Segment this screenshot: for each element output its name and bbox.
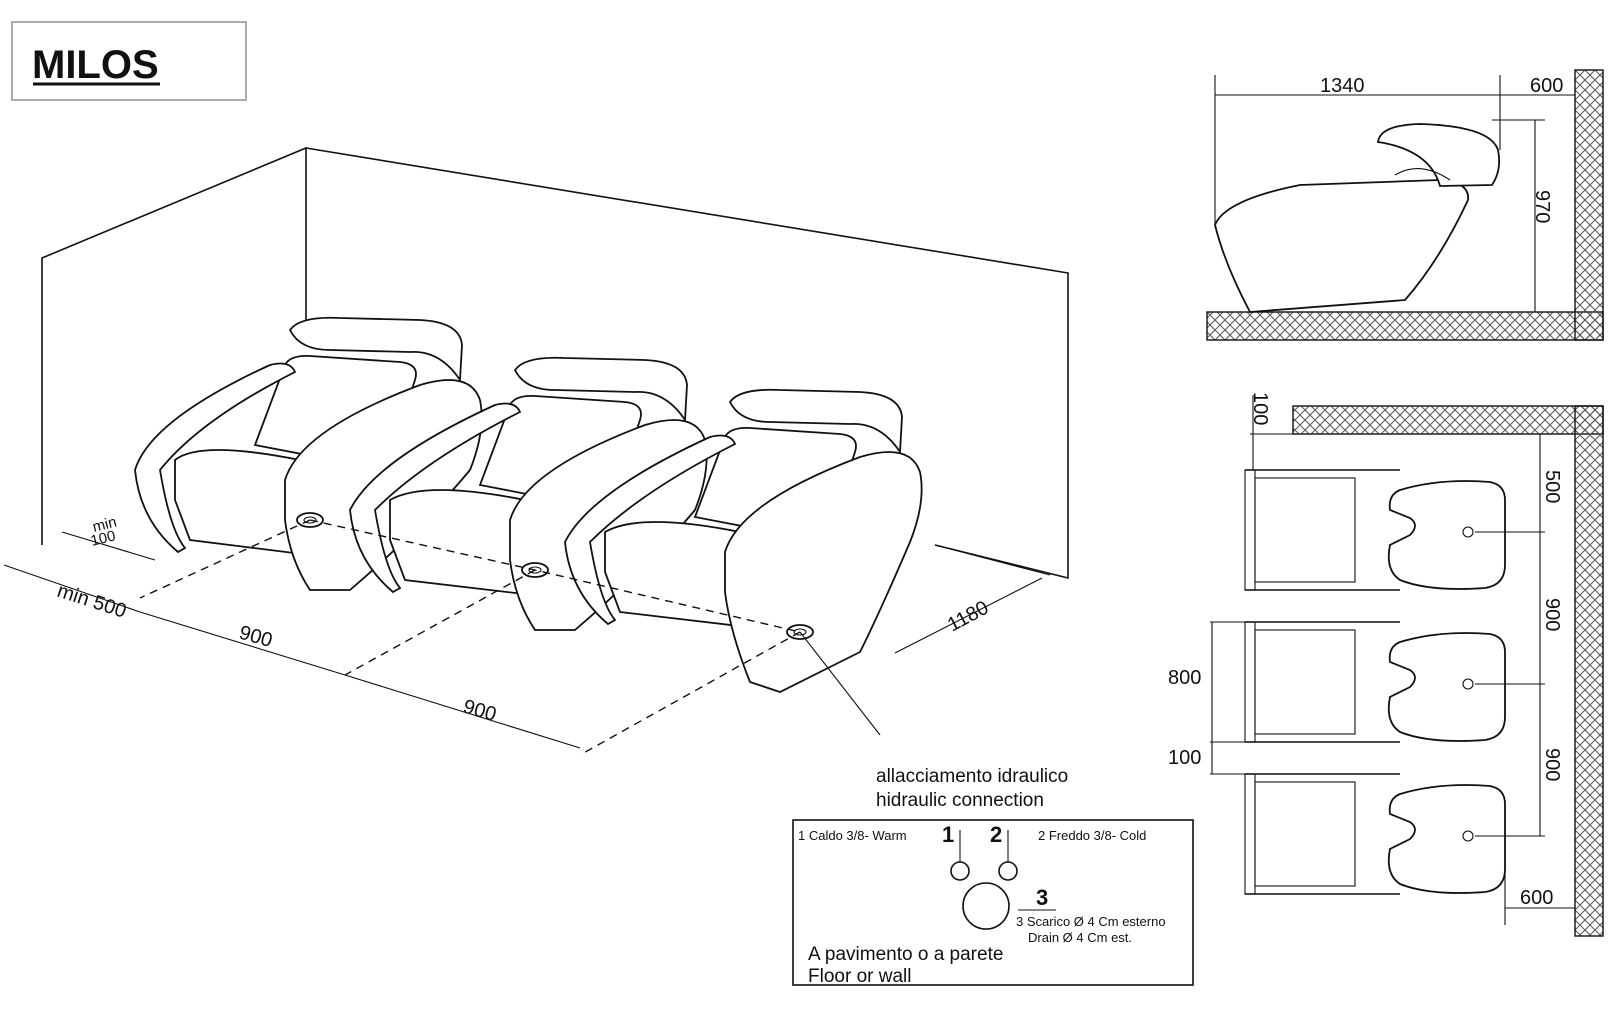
dim-plan-pitch-2: 900: [1541, 598, 1563, 631]
connection-box: 1 Caldo 3/8- Warm 2 Freddo 3/8- Cold 1 2…: [792, 819, 1194, 987]
drain-label-it: 3 Scarico Ø 4 Cm esterno: [1016, 914, 1166, 929]
cold-pipe-icon: [998, 861, 1018, 881]
dim-plan-top-gap: 100: [1249, 392, 1271, 425]
dim-plan-pitch-1: 500: [1541, 470, 1563, 503]
dim-min-500: min 500: [54, 580, 128, 623]
connection-label-en: hidraulic connection: [876, 790, 1044, 811]
title-text: MILOS: [32, 43, 159, 87]
floor-label-it: A pavimento o a parete: [808, 944, 1003, 965]
dim-spacing-1: 900: [237, 622, 275, 652]
connection-label-it: allacciamento idraulico: [876, 766, 1068, 787]
dim-plan-gap: 100: [1168, 747, 1201, 769]
dim-plan-pitch-3: 900: [1541, 748, 1563, 781]
floor-label-en: Floor or wall: [808, 966, 911, 987]
side-elevation: [1206, 69, 1604, 341]
plan-unit-2: [1244, 621, 1506, 743]
plan-unit-3: [1244, 773, 1506, 895]
dim-depth: 1180: [944, 597, 992, 637]
drain-label-en: Drain Ø 4 Cm est.: [1028, 930, 1132, 945]
iso-dimensions: [3, 519, 1051, 756]
cold-label: 2 Freddo 3/8- Cold: [1038, 828, 1146, 843]
dim-spacing-2: 900: [461, 696, 499, 726]
number-3: 3: [1036, 885, 1048, 910]
title-box: MILOS: [11, 21, 247, 101]
number-2: 2: [990, 822, 1002, 847]
plan-unit-1: [1244, 469, 1506, 591]
dim-min-label: min: [91, 514, 119, 536]
dim-plan-width: 800: [1168, 667, 1201, 689]
hot-pipe-icon: [950, 861, 970, 881]
dim-plan-wall: 600: [1520, 887, 1553, 909]
number-1: 1: [942, 822, 954, 847]
dim-side-wall: 600: [1530, 75, 1563, 97]
drain-pipe-icon: [962, 882, 1010, 930]
hot-label: 1 Caldo 3/8- Warm: [798, 828, 907, 843]
chair-3: [564, 388, 923, 693]
dim-side-length: 1340: [1320, 75, 1365, 97]
dim-min-100: 100: [89, 527, 117, 550]
room-walls: [41, 146, 1069, 580]
dim-side-height: 970: [1531, 190, 1553, 223]
plan-view: [1210, 395, 1604, 937]
